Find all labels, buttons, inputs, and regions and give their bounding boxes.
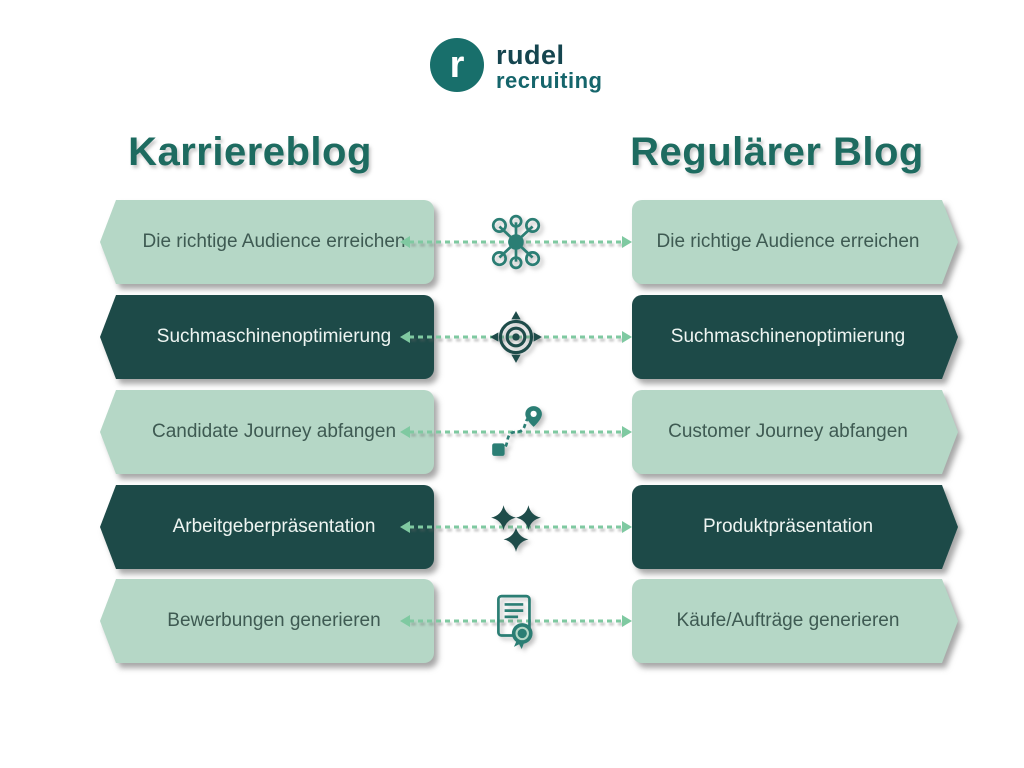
regulaerer-blog-title: Regulärer Blog	[630, 130, 924, 174]
item-label: Bewerbungen generieren	[167, 610, 381, 631]
regulaerer-blog-item-praesentation: Produktpräsentation	[632, 485, 958, 569]
regulaerer-blog-item-audience: Die richtige Audience erreichen	[632, 200, 958, 284]
karriereblog-item-journey: Candidate Journey abfangen	[100, 390, 434, 474]
seo-target-icon	[490, 311, 542, 363]
item-label: Die richtige Audience erreichen	[142, 231, 406, 252]
item-label: Candidate Journey abfangen	[151, 421, 397, 442]
comparison-row-generieren: Bewerbungen generieren Käufe/Aufträge ge…	[100, 579, 924, 663]
comparison-row-praesentation: Arbeitgeberpräsentation Produktpräsentat…	[100, 485, 924, 569]
arrowhead-right	[622, 236, 632, 248]
item-label: Arbeitgeberpräsentation	[172, 516, 376, 537]
item-label: Die richtige Audience erreichen	[656, 231, 920, 252]
connector-seo	[400, 295, 632, 379]
connector-generieren	[400, 579, 632, 663]
logo-letter: r	[449, 44, 465, 86]
karriereblog-item-audience: Die richtige Audience erreichen	[100, 200, 434, 284]
dashed-line	[409, 619, 623, 623]
regulaerer-blog-item-journey: Customer Journey abfangen	[632, 390, 958, 474]
dashed-line	[409, 430, 623, 434]
audience-network-icon	[491, 214, 541, 270]
karriereblog-item-praesentation: Arbeitgeberpräsentation	[100, 485, 434, 569]
contract-seal-icon	[497, 594, 533, 649]
connector-journey	[400, 390, 632, 474]
arrowhead-left	[400, 521, 410, 533]
connector-audience	[400, 200, 632, 284]
logo-mark: r	[430, 38, 484, 92]
comparison-row-audience: Die richtige Audience erreichen Die rich…	[100, 200, 924, 284]
arrowhead-right	[622, 615, 632, 627]
journey-path-icon	[492, 406, 542, 456]
logo-wordmark: rudel recruiting	[496, 42, 602, 93]
item-label: Suchmaschinenoptimierung	[670, 326, 906, 347]
comparison-row-journey: Candidate Journey abfangen Customer Jour…	[100, 390, 924, 474]
comparison-row-seo: Suchmaschinenoptimierung Suchmaschinenop…	[100, 295, 924, 379]
item-label: Käufe/Aufträge generieren	[676, 610, 900, 631]
arrowhead-left	[400, 615, 410, 627]
arrowhead-left	[400, 426, 410, 438]
presentation-sparkles-icon	[491, 505, 541, 552]
item-label: Customer Journey abfangen	[668, 421, 908, 442]
karriereblog-item-seo: Suchmaschinenoptimierung	[100, 295, 434, 379]
logo-wordmark-recruiting: recruiting	[496, 68, 603, 93]
item-label: Suchmaschinenoptimierung	[156, 326, 392, 347]
regulaerer-blog-item-generieren: Käufe/Aufträge generieren	[632, 579, 958, 663]
arrowhead-right	[622, 331, 632, 343]
connector-praesentation	[400, 485, 632, 569]
logo-wordmark-rudel: rudel	[496, 40, 565, 70]
arrowhead-right	[622, 426, 632, 438]
karriereblog-title: Karriereblog	[128, 130, 372, 174]
item-label: Produktpräsentation	[702, 516, 874, 537]
arrowhead-left	[400, 331, 410, 343]
rudel-logo: r rudel recruiting	[430, 38, 602, 93]
karriereblog-item-generieren: Bewerbungen generieren	[100, 579, 434, 663]
regulaerer-blog-item-seo: Suchmaschinenoptimierung	[632, 295, 958, 379]
arrowhead-left	[400, 236, 410, 248]
arrowhead-right	[622, 521, 632, 533]
